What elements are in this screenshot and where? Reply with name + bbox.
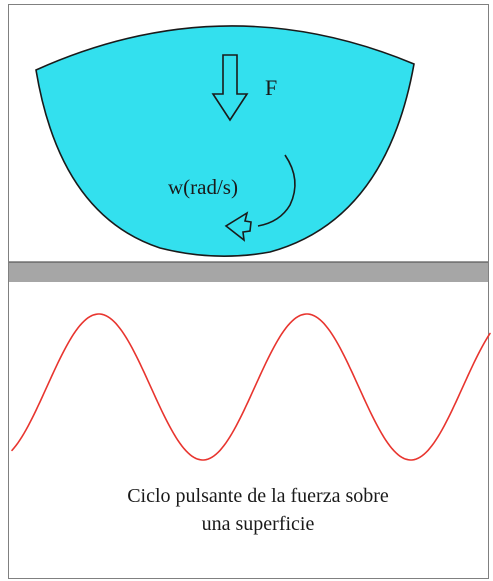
contact-surface	[9, 262, 488, 282]
rotation-arrowhead-icon	[224, 211, 252, 242]
force-label: F	[265, 75, 277, 100]
force-arrow-icon	[211, 54, 249, 122]
caption-line-1: Ciclo pulsante de la fuerza sobre	[127, 485, 389, 507]
figure-frame	[8, 4, 489, 579]
force-wave	[11, 313, 491, 461]
angular-velocity-label: w(rad/s)	[168, 175, 238, 199]
caption-line-2: una superficie	[202, 513, 315, 535]
rotation-arc	[257, 154, 296, 227]
rotating-body	[35, 25, 415, 257]
